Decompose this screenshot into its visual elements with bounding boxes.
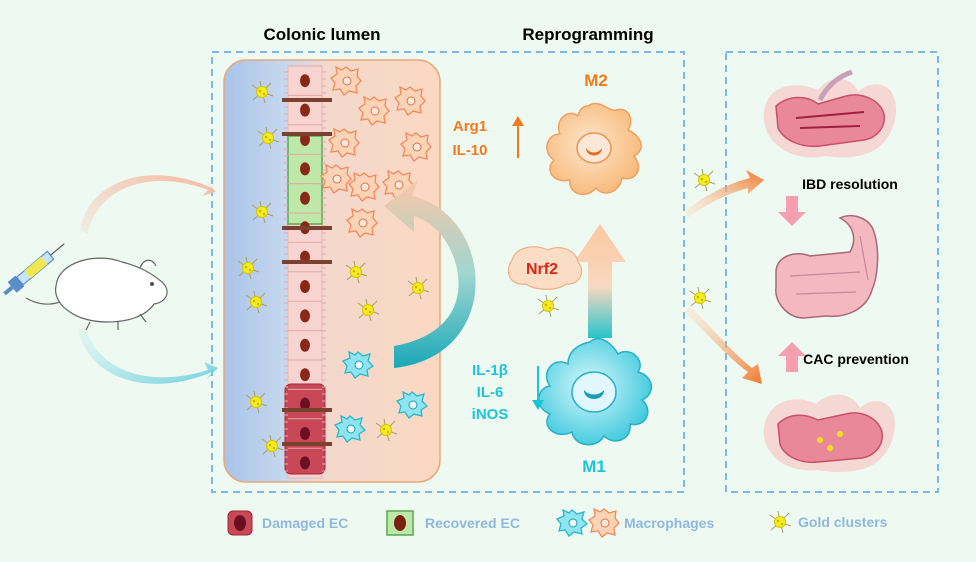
reprogramming-arc-arrow	[384, 180, 476, 368]
m1-marker-il1b: IL-1β	[472, 362, 508, 379]
legend-label-recovered-ec: Recovered EC	[425, 515, 520, 531]
legend-label-damaged-ec: Damaged EC	[262, 515, 348, 531]
healthy-colon	[775, 214, 879, 319]
arrow-to-cac	[684, 306, 762, 384]
legend-label-gold-clusters: Gold clusters	[798, 514, 888, 530]
mouse-illustration	[25, 257, 168, 331]
arrow-to-ibd	[684, 170, 764, 218]
m1-marker-il6: IL-6	[477, 384, 504, 401]
gold-cluster-icon	[689, 286, 712, 310]
colonic-lumen-panel	[223, 59, 441, 483]
m1-macrophage	[538, 337, 652, 446]
legend-label-macrophages: Macrophages	[624, 515, 714, 531]
outcome-cac-prevention: CAC prevention	[803, 351, 909, 367]
header-colonic-lumen: Colonic lumen	[263, 25, 380, 44]
m1-label: M1	[582, 457, 606, 476]
gold-cluster-icon	[537, 294, 560, 318]
injection-arrow-top	[80, 175, 216, 234]
m1-marker-inos: iNOS	[472, 406, 509, 423]
m2-label: M2	[584, 71, 608, 90]
inflamed-colon-top	[763, 69, 897, 158]
inflamed-colon-bottom	[763, 394, 895, 472]
macrophages-icon	[556, 509, 588, 537]
outcome-ibd-resolution: IBD resolution	[802, 176, 898, 192]
outcome-frame	[725, 51, 939, 493]
nrf2-blob	[507, 246, 583, 290]
macrophages-icon	[588, 508, 620, 538]
downregulation-arrow-icon	[532, 366, 544, 410]
damaged-ec-icon	[227, 510, 253, 536]
syringe-icon	[3, 243, 65, 296]
upregulation-arrow-icon	[512, 116, 524, 158]
m1-to-m2-arrow	[574, 224, 626, 338]
legend: Damaged EC Recovered EC Macrophages Gold…	[227, 508, 888, 538]
injection-arrow-bottom	[78, 328, 218, 384]
header-reprogramming: Reprogramming	[522, 25, 653, 44]
gold-cluster-icon	[769, 510, 792, 534]
m2-marker-arg1: Arg1	[453, 118, 487, 135]
nrf2-label: Nrf2	[526, 261, 558, 278]
arrow-down-icon	[778, 196, 806, 226]
m2-marker-il10: IL-10	[452, 142, 487, 159]
m2-macrophage	[546, 102, 642, 196]
epithelial-cells	[282, 65, 332, 472]
arrow-up-icon	[778, 342, 806, 372]
recovered-ec-icon	[386, 510, 414, 536]
gold-cluster-icon	[693, 168, 716, 192]
